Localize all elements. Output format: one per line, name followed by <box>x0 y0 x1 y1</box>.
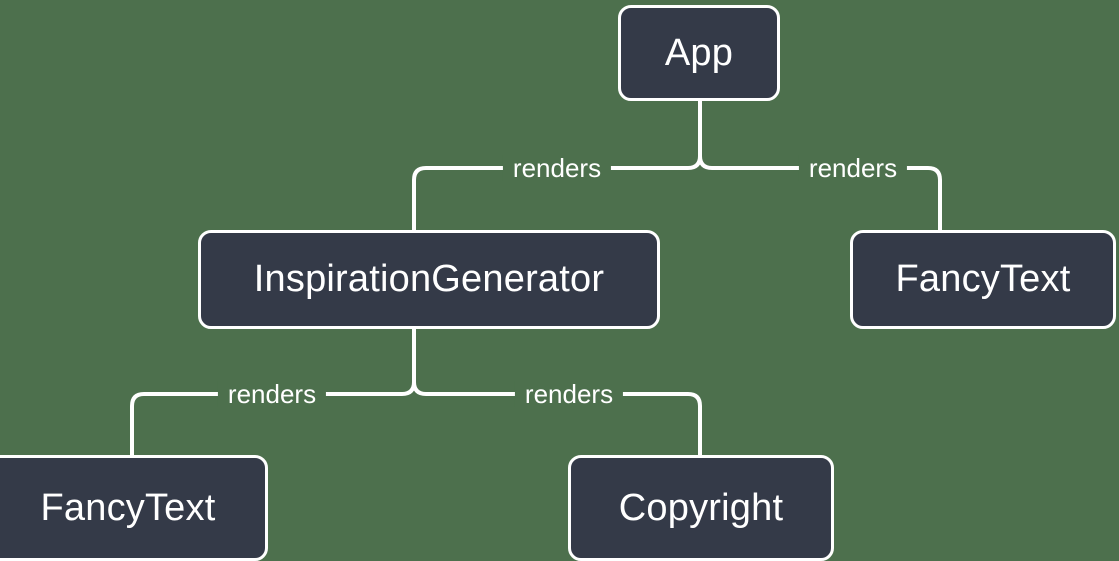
edge-label-app-to-fancytext-right: renders <box>798 155 908 181</box>
node-inspirationgenerator[interactable]: InspirationGenerator <box>198 230 660 329</box>
node-fancytext-right[interactable]: FancyText <box>850 230 1116 329</box>
node-app[interactable]: App <box>618 5 780 101</box>
edge-label-inspirationgenerator-to-copyright: renders <box>514 381 624 407</box>
node-copyright[interactable]: Copyright <box>568 455 834 561</box>
node-fancytext-left[interactable]: FancyText <box>0 455 268 561</box>
edge-label-app-to-inspirationgenerator: renders <box>502 155 612 181</box>
edge-label-inspirationgenerator-to-fancytext-left: renders <box>217 381 327 407</box>
